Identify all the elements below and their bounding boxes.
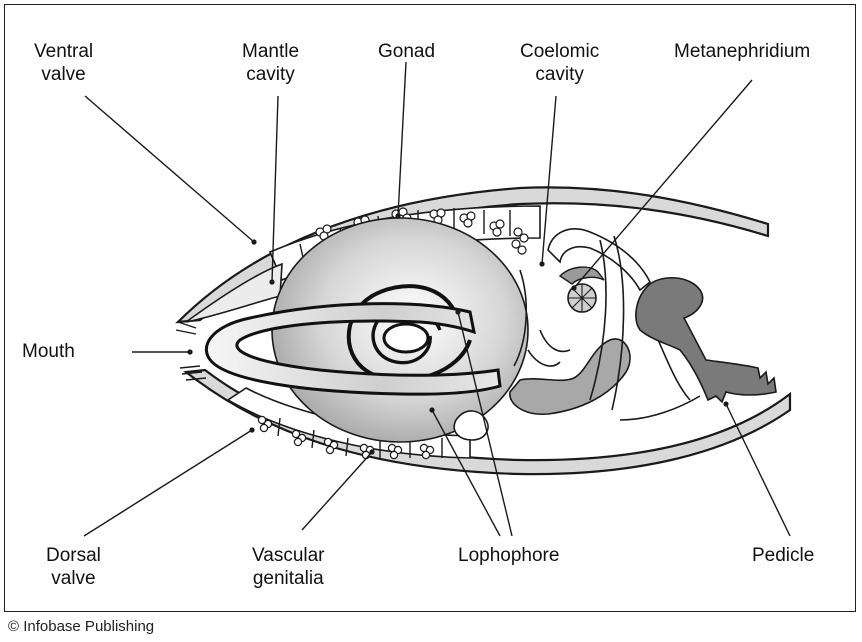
leader-dorsal-valve <box>84 430 252 536</box>
metanephridium-organ <box>560 267 604 312</box>
label-metanephridium: Metanephridium <box>674 40 810 63</box>
label-gonad: Gonad <box>378 40 435 63</box>
leader-gonad <box>398 62 406 216</box>
label-pedicle: Pedicle <box>752 544 814 567</box>
pedicle-stalk <box>636 278 776 402</box>
copyright-credit: © Infobase Publishing <box>8 618 154 635</box>
leader-vascular-genitalia <box>302 452 372 530</box>
label-mouth: Mouth <box>22 340 75 363</box>
lophophore-center <box>384 324 428 352</box>
label-lophophore: Lophophore <box>458 544 559 567</box>
leader-ventral-valve <box>85 96 254 242</box>
leader-metanephridium <box>574 80 752 288</box>
